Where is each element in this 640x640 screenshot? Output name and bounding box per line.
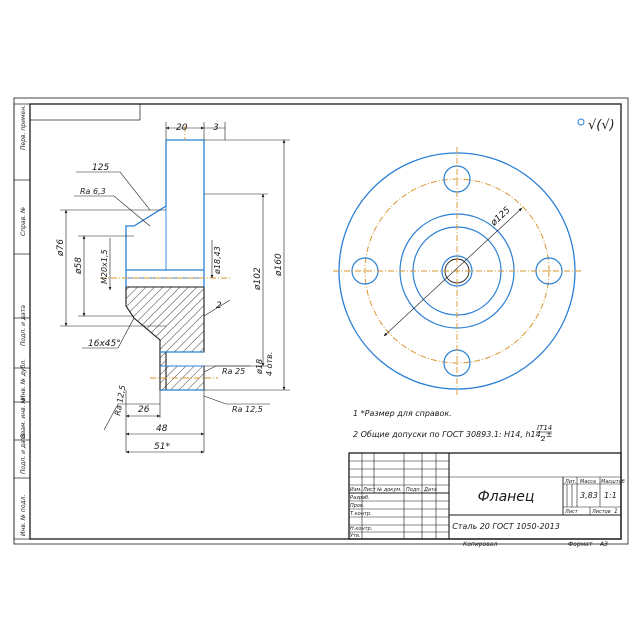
dim-angle-125: 125 xyxy=(92,163,109,173)
ra-12-5-left: Ra 12,5 xyxy=(113,384,127,416)
tb-role-razrab: Разраб. xyxy=(350,495,370,501)
ra-12-5-right: Ra 12,5 xyxy=(232,405,263,414)
tb-header-data: Дата xyxy=(423,487,437,493)
dim-48: 48 xyxy=(156,424,168,434)
tb-header-dokum: № докум. xyxy=(376,487,402,493)
tb-header-podp: Подп. xyxy=(406,487,421,493)
stamp-sprav: Справ. № xyxy=(20,207,27,236)
dim-3: 3 xyxy=(213,123,219,133)
dim-thread-m20: M20x1,5 xyxy=(100,249,109,284)
stamp-podp-data-2: Подп. и дата xyxy=(20,305,27,346)
tb-header-izm: Изм. xyxy=(350,487,362,493)
stamp-inv-podl: Инв. № подл. xyxy=(20,495,27,536)
tb-role-prov: Пров. xyxy=(350,503,365,509)
stamp-perv-primen: Перв. примен. xyxy=(20,105,27,150)
section-view xyxy=(60,122,290,454)
dim-chamfer-16x45: 16x45° xyxy=(88,339,121,349)
ra-6-3: Ra 6,3 xyxy=(80,187,106,196)
tb-copied: Копировал xyxy=(463,541,497,548)
bolt-circle-d125 xyxy=(364,178,550,364)
tb-col-lit: Лит. xyxy=(564,479,577,485)
side-stamp-column: Перв. примен. Справ. № Подп. и дата Инв.… xyxy=(13,103,31,540)
tb-sheet-label: Лист xyxy=(564,509,579,515)
tb-col-mass: Масса xyxy=(580,479,596,485)
dim-dia-76: ø76 xyxy=(56,239,66,257)
doc-number-box xyxy=(29,103,141,121)
tolerance-denominator: 2 xyxy=(541,435,546,443)
dim-holes-4: 4 отв. xyxy=(265,352,274,376)
dim-dia-18-43: ø18,43 xyxy=(213,246,222,275)
dim-dia-102: ø102 xyxy=(253,267,263,291)
stamp-vzam-inv: Взам. инв. № xyxy=(20,397,27,438)
front-view xyxy=(333,147,581,395)
dim-dia-160: ø160 xyxy=(274,253,284,277)
tb-format-value: А3 xyxy=(599,541,608,548)
title-block xyxy=(348,452,622,540)
dim-dia-18: ø18 xyxy=(255,359,264,375)
ra-25: Ra 25 xyxy=(222,367,245,376)
dim-dia-58: ø58 xyxy=(74,257,84,275)
note-2: 2 Общие допуски по ГОСТ 30893.1: H14, h1… xyxy=(353,430,553,439)
tb-header-list: Лист xyxy=(362,487,377,493)
note-1: 1 *Размер для справок. xyxy=(353,409,452,418)
mass-value: 3,83 xyxy=(580,491,598,500)
tb-sheets-label: Листов xyxy=(591,509,611,515)
dim-20: 20 xyxy=(176,123,188,133)
scale-value: 1:1 xyxy=(604,491,617,500)
part-title: Фланец xyxy=(478,489,535,505)
roughness-mark: √(√) xyxy=(577,118,615,133)
tb-format: Формат xyxy=(568,541,593,548)
tb-role-nkontr: Н.контр. xyxy=(350,526,372,532)
sheet-inner-frame xyxy=(29,103,622,540)
dim-26: 26 xyxy=(138,405,150,415)
tb-role-utv: Утв. xyxy=(350,533,361,539)
tb-role-tkontr: Т.контр. xyxy=(350,511,372,517)
tb-col-scale: Масштаб xyxy=(601,479,625,485)
tb-sheets-value: 1 xyxy=(614,508,618,515)
stamp-podp-data: Подп. и дата xyxy=(20,433,27,474)
roughness-symbol: √(√) xyxy=(588,118,615,133)
stamp-inv-dubl: Инв. № дубл. xyxy=(20,359,27,400)
material-spec: Сталь 20 ГОСТ 1050-2013 xyxy=(452,522,560,531)
dim-chamfer-2: 2 xyxy=(216,301,222,311)
tolerance-numerator: IT14 xyxy=(537,424,552,432)
dim-51: 51* xyxy=(154,442,170,452)
dim-dia-125: ø125 xyxy=(488,205,512,229)
